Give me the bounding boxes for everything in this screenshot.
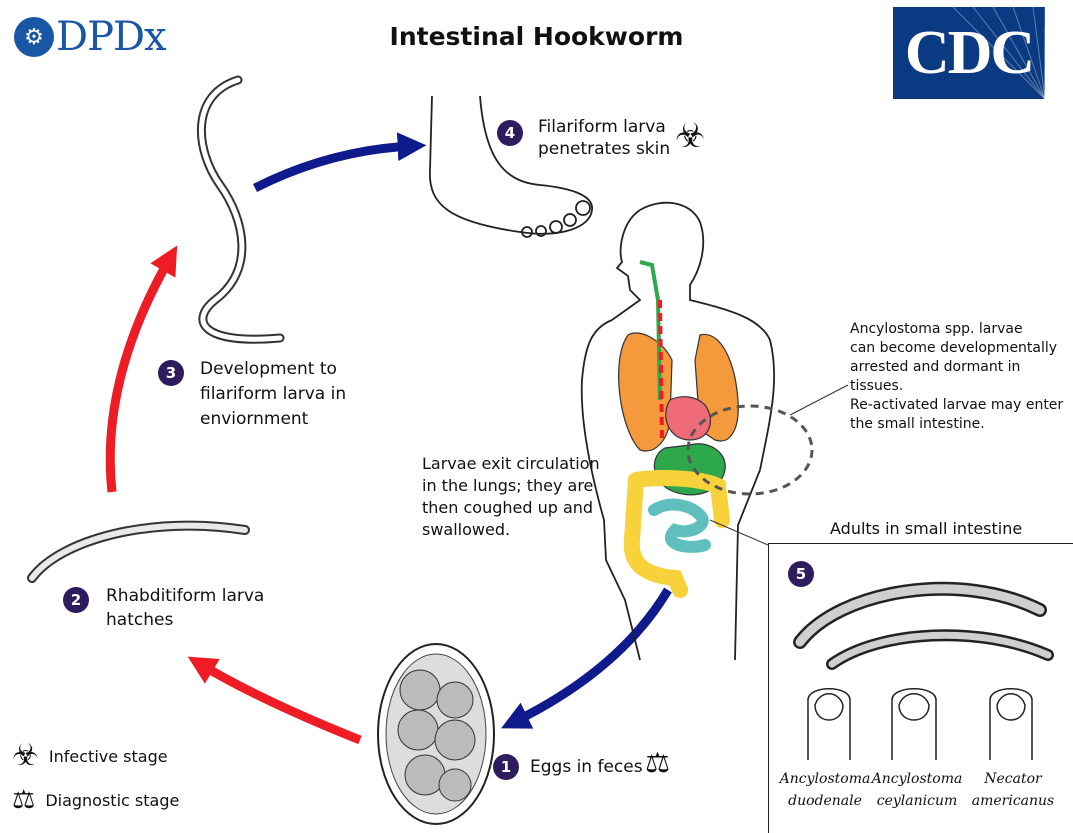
species-americanus-genus: Necator bbox=[958, 768, 1068, 790]
step-3-line-3: enviornment bbox=[200, 407, 346, 432]
rhabditiform-larva-drawing bbox=[32, 526, 245, 578]
legend-diagnostic: ⚖ Diagnostic stage bbox=[12, 785, 179, 815]
heart-drawing bbox=[666, 397, 711, 440]
step-badge-5: 5 bbox=[788, 561, 814, 587]
step-3-line-2: filariform larva in bbox=[200, 382, 346, 407]
ancylostoma-line-5: the small intestine. bbox=[850, 415, 1073, 434]
step-badge-1: 1 bbox=[493, 754, 519, 780]
arrow-filariform-to-skin bbox=[255, 146, 412, 188]
species-americanus-species: americanus bbox=[958, 790, 1068, 812]
step-2-line-1: Rhabditiform larva bbox=[106, 584, 264, 608]
filariform-larva-drawing bbox=[201, 80, 280, 339]
step-badge-2: 2 bbox=[63, 587, 89, 613]
hookworm-egg-drawing bbox=[378, 644, 494, 824]
step-3-line-1: Development to bbox=[200, 357, 346, 382]
lungs-annotation-line-2: in the lungs; they are bbox=[422, 475, 600, 497]
step-3-label: Development to filariform larva in envio… bbox=[200, 357, 346, 432]
step-4-line-1: Filariform larva bbox=[538, 116, 670, 138]
annotation-leader-line bbox=[790, 385, 848, 415]
lungs-drawing bbox=[619, 333, 672, 451]
species-label-americanus: Necator americanus bbox=[958, 768, 1068, 812]
inset-title: Adults in small intestine bbox=[830, 519, 1022, 539]
microscope-icon: ⚖ bbox=[645, 746, 670, 780]
step-2-label: Rhabditiform larva hatches bbox=[106, 584, 264, 632]
ancylostoma-line-2: can become developmentally bbox=[850, 339, 1073, 358]
ancylostoma-line-3: arrested and dormant in tissues. bbox=[850, 358, 1073, 396]
lungs-annotation-line-4: swallowed. bbox=[422, 519, 600, 541]
step-1-label: Eggs in feces bbox=[530, 756, 643, 778]
step-2-line-2: hatches bbox=[106, 608, 264, 632]
lungs-annotation-line-1: Larvae exit circulation bbox=[422, 453, 600, 475]
legend-diagnostic-label: Diagnostic stage bbox=[45, 791, 179, 810]
ancylostoma-annotation: Ancylostoma spp. larvae can become devel… bbox=[850, 320, 1073, 434]
arrow-host-to-eggs bbox=[514, 590, 668, 722]
ancylostoma-line-4: Re-activated larvae may enter bbox=[850, 396, 1073, 415]
legend-infective-label: Infective stage bbox=[49, 747, 168, 766]
step-4-line-2: penetrates skin bbox=[538, 138, 670, 160]
species-ceylanicum-species: ceylanicum bbox=[862, 790, 972, 812]
microscope-icon: ⚖ bbox=[12, 785, 35, 815]
step-badge-3: 3 bbox=[158, 360, 184, 386]
biohazard-icon: ☣ bbox=[675, 116, 705, 156]
step-badge-4: 4 bbox=[497, 120, 523, 146]
ancylostoma-line-1: Ancylostoma spp. larvae bbox=[850, 320, 1073, 339]
biohazard-icon: ☣ bbox=[12, 740, 39, 772]
small-intestine-drawing bbox=[654, 505, 705, 547]
species-ceylanicum-genus: Ancylostoma bbox=[862, 768, 972, 790]
step-4-label: Filariform larva penetrates skin bbox=[538, 116, 670, 160]
species-label-ceylanicum: Ancylostoma ceylanicum bbox=[862, 768, 972, 812]
lungs-annotation-line-3: then coughed up and bbox=[422, 497, 600, 519]
arrow-eggs-to-rhabditiform bbox=[200, 664, 360, 740]
lungs-annotation: Larvae exit circulation in the lungs; th… bbox=[422, 453, 600, 541]
legend-infective: ☣ Infective stage bbox=[12, 740, 168, 772]
